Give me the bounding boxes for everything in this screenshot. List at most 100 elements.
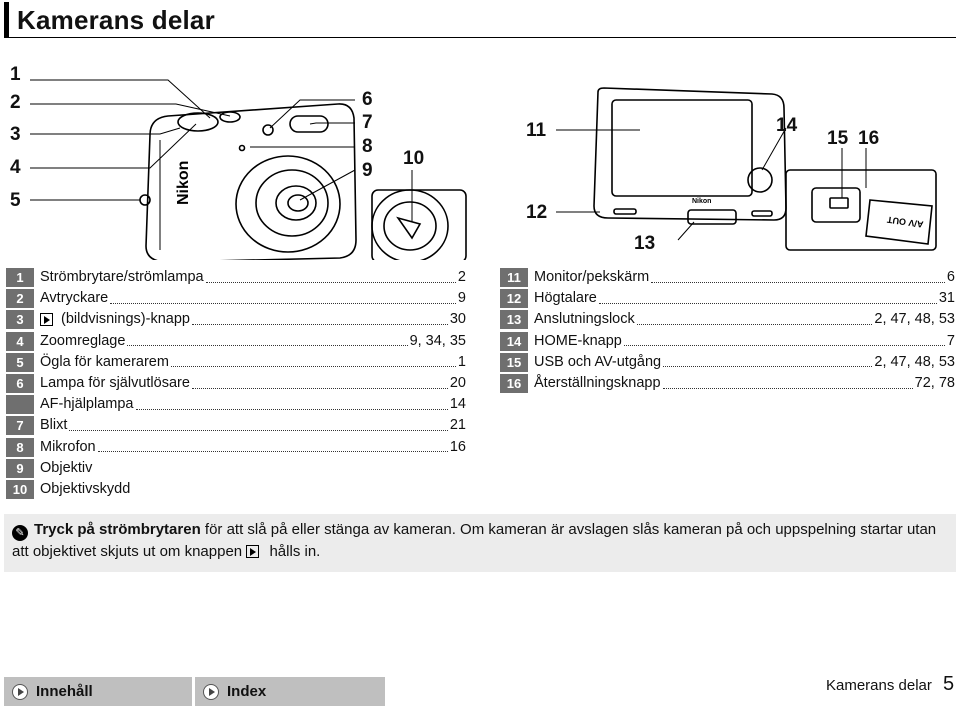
pencil-icon: ✎ (12, 525, 28, 541)
list-item: 12 Högtalare 31 (500, 288, 955, 309)
camera-back-body (593, 87, 787, 221)
item-number: 10 (6, 479, 34, 499)
list-item: 7 Blixt 21 (6, 415, 466, 436)
page-reference-link[interactable]: 7 (946, 332, 955, 349)
item-number: 4 (6, 331, 34, 351)
item-number: 3 (6, 310, 34, 330)
camera-brand-front: Nikon (175, 161, 192, 205)
list-item: 4 Zoomreglage 9, 34, 35 (6, 331, 466, 352)
home-button-shape (747, 167, 773, 193)
item-label: Blixt (40, 417, 68, 434)
camera-parts-illustration: Nikon Nikon A/V OUT (30, 79, 937, 260)
item-number: 13 (500, 310, 528, 330)
item-number: 2 (6, 289, 34, 309)
connector-closeup-frame (785, 169, 937, 251)
tip-box: ✎Tryck på strömbrytaren för att slå på e… (4, 514, 956, 572)
av-out-label: A/V OUT (886, 214, 924, 229)
callout-3: 3 (10, 124, 21, 145)
list-item: 10 Objektivskydd (6, 479, 466, 500)
page-reference-link[interactable]: 20 (449, 374, 466, 391)
item-label: Högtalare (534, 290, 597, 307)
contents-label: Innehåll (36, 683, 93, 700)
item-label: Anslutningslock (534, 311, 635, 328)
callout-11: 11 (526, 120, 547, 141)
arrow-right-icon (203, 683, 219, 700)
item-label: Objektiv (40, 459, 93, 476)
callout-4: 4 (10, 157, 21, 178)
callout-5: 5 (10, 190, 21, 211)
list-item: 2 Avtryckare 9 (6, 288, 466, 309)
page-reference-link[interactable]: 72, 78 (914, 374, 955, 391)
list-item: 11 Monitor/pekskärm 6 (500, 267, 955, 288)
page-reference-link[interactable]: 1 (457, 353, 466, 370)
item-label: Strömbrytare/strömlampa (40, 269, 204, 285)
item-label: (bildvisnings)-knapp (61, 311, 190, 328)
callout-9: 9 (362, 160, 373, 181)
camera-brand-back: Nikon (692, 198, 711, 205)
page-reference-link[interactable]: 31 (938, 290, 955, 307)
tip-text: för att slå på eller stänga av kameran. … (12, 521, 937, 560)
callout-14: 14 (776, 115, 798, 136)
page-reference-link[interactable]: 16 (449, 438, 466, 455)
item-number: 1 (6, 268, 34, 288)
page-reference-link[interactable]: 6 (946, 269, 955, 285)
camera-back-monitor (611, 99, 753, 197)
list-item: AF-hjälplampa 14 (6, 394, 466, 415)
item-label: Avtryckare (40, 290, 109, 307)
item-label: Objektivskydd (40, 480, 131, 497)
index-button[interactable]: Index (195, 677, 385, 706)
item-label: USB och AV-utgång (534, 353, 662, 370)
page-reference-link[interactable]: 9 (457, 290, 466, 307)
item-number: 5 (6, 352, 34, 372)
item-number: 12 (500, 289, 528, 309)
item-label: Zoomreglage (40, 332, 126, 349)
item-number: 11 (500, 268, 528, 288)
callout-1: 1 (10, 64, 21, 85)
list-item: 13 Anslutningslock 2, 47, 48, 53 (500, 309, 955, 330)
callout-15: 15 (827, 128, 849, 149)
tip-text-end: hålls in. (265, 543, 321, 560)
item-label: Återställningsknapp (534, 374, 661, 391)
page-reference-link[interactable]: 9, 34, 35 (409, 332, 466, 349)
item-number: 8 (6, 437, 34, 457)
page-reference-link[interactable]: 2, 47, 48, 53 (874, 311, 955, 328)
list-item: 3 (bildvisnings)-knapp 30 (6, 309, 466, 330)
item-number: 7 (6, 416, 34, 436)
list-item: 1 Strömbrytare/strömlampa 2 (6, 267, 466, 288)
callout-2: 2 (10, 92, 21, 113)
callout-6: 6 (362, 89, 373, 110)
item-label: Monitor/pekskärm (534, 269, 650, 285)
parts-list-back: 11 Monitor/pekskärm 6 12 Högtalare 31 13 Ansl… (500, 267, 955, 394)
index-label: Index (227, 683, 267, 700)
page-number: 5 (943, 673, 955, 695)
page-reference-link[interactable]: 2, 47, 48, 53 (874, 353, 955, 370)
page-reference-link[interactable]: 21 (449, 417, 466, 434)
camera-front-lens (235, 155, 341, 253)
page-reference-link[interactable]: 14 (449, 396, 466, 413)
item-label: Mikrofon (40, 438, 96, 455)
contents-button[interactable]: Innehåll (4, 677, 192, 706)
item-number: 16 (500, 374, 528, 394)
page-reference-link[interactable]: 30 (449, 311, 466, 328)
item-label: AF-hjälplampa (40, 396, 134, 413)
playback-icon (40, 313, 53, 327)
page-reference-link[interactable]: 2 (457, 269, 466, 285)
list-item: 6 Lampa för självutlösare 20 (6, 373, 466, 394)
callout-8: 8 (362, 136, 373, 157)
page-header: Kamerans delar (4, 2, 956, 38)
callout-12: 12 (526, 202, 548, 223)
callout-13: 13 (634, 233, 656, 254)
item-number: 6 (6, 374, 34, 394)
item-number: 9 (6, 458, 34, 478)
item-label: Lampa för självutlösare (40, 374, 190, 391)
item-label: HOME-knapp (534, 332, 622, 349)
playback-icon (246, 545, 260, 558)
list-item: 8 Mikrofon 16 (6, 437, 466, 458)
item-number (6, 395, 34, 415)
callout-10: 10 (403, 148, 425, 169)
camera-front-body (145, 103, 357, 260)
item-number: 15 (500, 352, 528, 372)
